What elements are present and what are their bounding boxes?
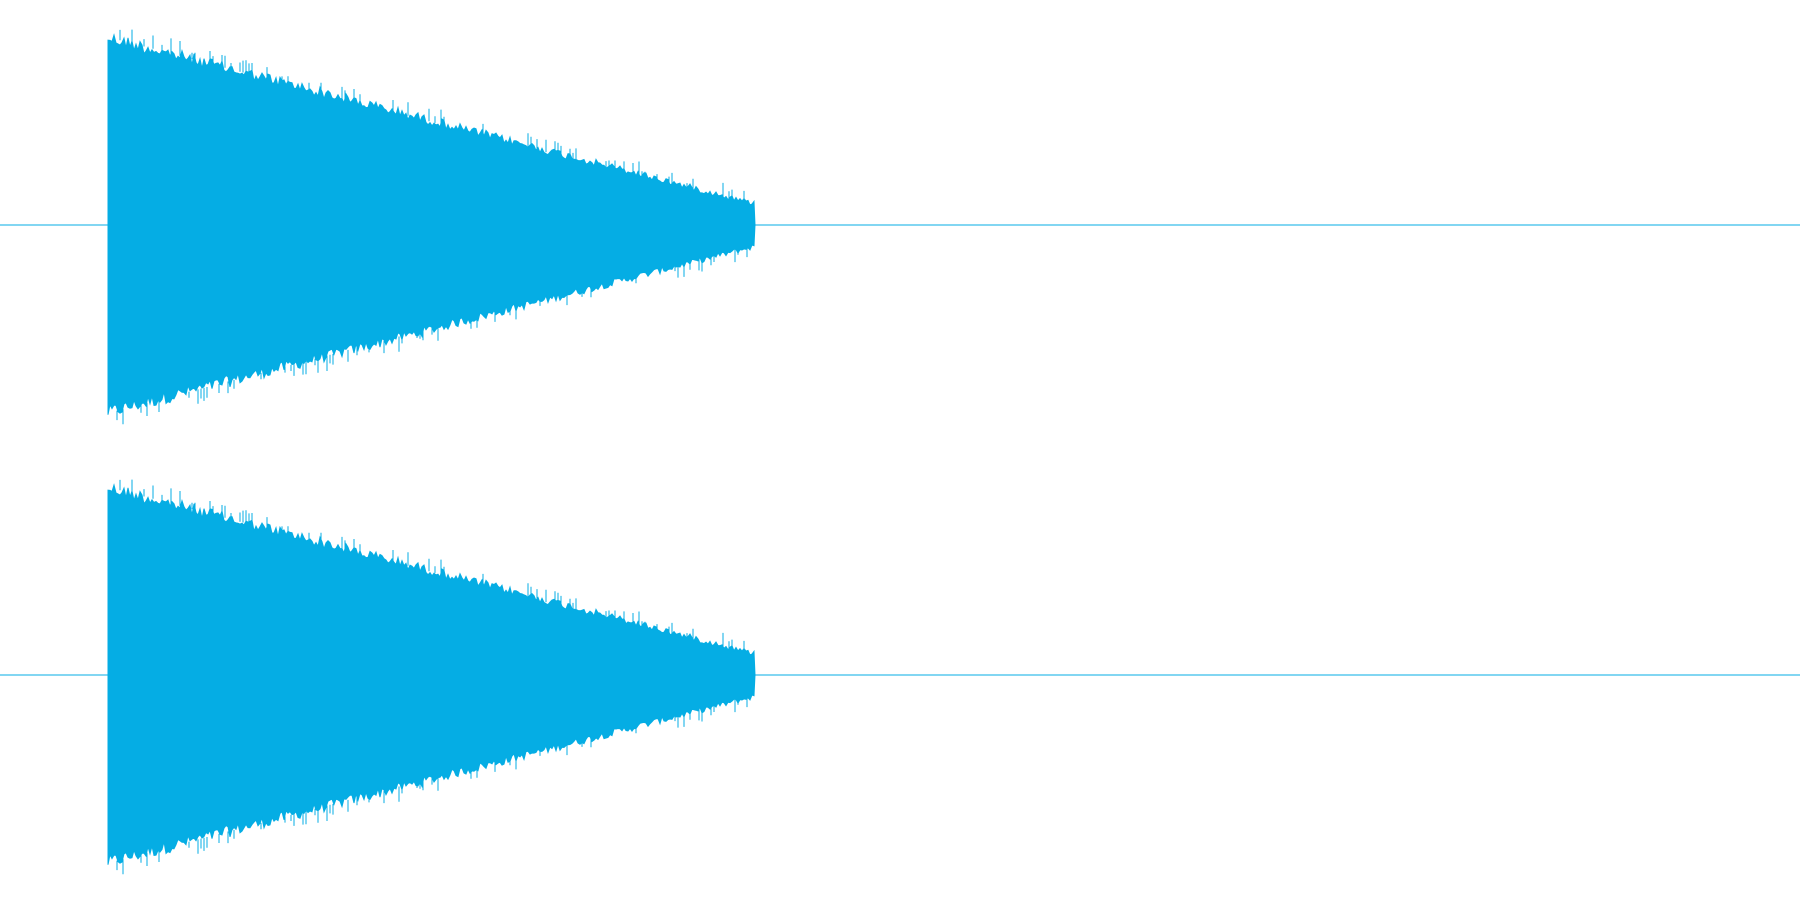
channel-2-spikes	[116, 479, 748, 875]
channel-1-waveform	[0, 29, 1800, 425]
channel-2-envelope	[107, 483, 756, 865]
channel-2-track[interactable]	[0, 450, 1800, 900]
channel-2-waveform	[0, 479, 1800, 875]
channel-1-track[interactable]	[0, 0, 1800, 450]
channel-1-spikes	[116, 29, 748, 425]
channel-1-envelope	[107, 33, 756, 415]
